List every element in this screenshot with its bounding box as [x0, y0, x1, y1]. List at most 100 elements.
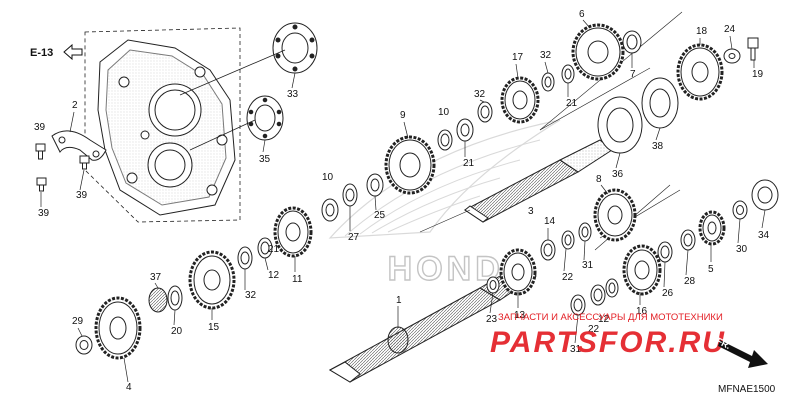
leader-line-38	[655, 127, 661, 141]
part-number-20: 20	[171, 326, 183, 337]
part-number-38: 38	[652, 141, 664, 152]
leader-line-28	[685, 249, 689, 276]
leader-line-33	[291, 72, 296, 89]
part-number-10: 10	[438, 107, 450, 118]
leader-line-8	[600, 184, 609, 195]
countershaft-axis-line	[539, 67, 651, 131]
part-number-11: 11	[292, 274, 303, 285]
washer-group-left	[237, 237, 273, 270]
bearing-stopper-bracket	[51, 130, 107, 161]
part-number-33: 33	[287, 89, 299, 100]
gear-9	[384, 135, 436, 195]
part-number-37: 37	[150, 272, 162, 283]
part-number-15: 15	[208, 322, 220, 333]
part-number-36: 36	[612, 169, 624, 180]
part-number-9: 9	[400, 110, 406, 121]
part-number-18: 18	[696, 26, 708, 37]
part-number-39: 39	[76, 190, 88, 201]
part-number-14: 14	[544, 216, 556, 227]
bearing-35	[246, 95, 284, 141]
leader-line-23	[489, 292, 494, 314]
collar-7	[622, 30, 642, 54]
gear-6	[571, 23, 625, 81]
part-number-10: 10	[322, 172, 334, 183]
part-number-26: 26	[662, 288, 674, 299]
part-number-32: 32	[245, 290, 257, 301]
gear-5	[698, 210, 726, 246]
gear-4	[94, 296, 142, 360]
part-number-32: 32	[540, 50, 552, 61]
washer-24	[723, 48, 741, 64]
part-number-27: 27	[348, 232, 360, 243]
countershaft-bearing-36	[597, 96, 643, 154]
part-number-17: 17	[512, 52, 524, 63]
part-number-35: 35	[259, 154, 271, 165]
washer-20	[167, 285, 183, 311]
part-number-6: 6	[579, 9, 585, 20]
leader-line-20	[173, 309, 176, 326]
part-number-21: 21	[463, 158, 475, 169]
leader-line-31	[574, 314, 579, 344]
leader-line-37	[154, 282, 159, 289]
part-number-8: 8	[596, 174, 602, 185]
part-number-39: 39	[34, 122, 46, 133]
leader-line-6	[582, 19, 591, 29]
part-number-32: 32	[474, 89, 486, 100]
washer-group-upper	[437, 64, 575, 151]
part-number-39: 39	[38, 208, 50, 219]
washer-group-center	[486, 222, 592, 294]
leader-line-12	[264, 257, 269, 271]
bolt-group	[35, 143, 90, 192]
leader-line-2	[69, 111, 75, 133]
part-number-28: 28	[684, 276, 696, 287]
part-number-25: 25	[374, 210, 386, 221]
washer-29	[75, 335, 93, 355]
leader-line-25	[374, 195, 377, 211]
part-number-1: 1	[396, 295, 402, 306]
gear-8	[593, 188, 637, 242]
gear-11	[273, 206, 313, 258]
leader-line-26	[663, 261, 666, 288]
washer-group-lower	[570, 278, 619, 316]
section-reference-label: E-13	[30, 47, 53, 59]
washer-30	[732, 200, 748, 220]
leader-line-34	[761, 209, 766, 229]
gear-17	[500, 76, 540, 124]
leader-lines	[40, 19, 766, 383]
gear-16	[622, 244, 662, 296]
part-number-21: 21	[566, 98, 578, 109]
gear-13	[499, 248, 537, 296]
leader-line-29	[77, 327, 83, 337]
part-number-23: 23	[486, 314, 498, 325]
part-number-34: 34	[758, 230, 770, 241]
leader-line-24	[729, 35, 733, 50]
part-number-12: 12	[268, 270, 280, 281]
reference-arrow-icon	[63, 43, 83, 61]
leader-line-30	[737, 218, 741, 244]
leader-line-22	[563, 248, 567, 272]
leader-line	[189, 119, 256, 151]
mainshaft-integral-gear	[387, 326, 409, 354]
part-number-31: 31	[570, 344, 582, 355]
leader-line-17	[515, 63, 519, 79]
part-number-29: 29	[72, 316, 84, 327]
leader-line-31	[583, 240, 586, 261]
part-number-31: 31	[582, 260, 594, 271]
part-number-7: 7	[630, 69, 636, 80]
leader-line-32	[479, 99, 485, 103]
part-number-13: 13	[514, 310, 526, 321]
countershaft-axis-line-3	[419, 209, 471, 233]
leader-line-9	[403, 121, 409, 139]
bearing-33	[272, 22, 318, 74]
needle-bearing-37	[148, 287, 168, 313]
washer-group-right	[657, 229, 696, 263]
part-number-24: 24	[724, 24, 736, 35]
part-number-2: 2	[72, 100, 78, 111]
drive-sprocket-18	[676, 43, 724, 101]
bearing-holder-cover	[97, 39, 236, 216]
part-number-19: 19	[752, 69, 764, 80]
bearing-38	[641, 77, 679, 129]
part-number-12: 12	[598, 314, 610, 325]
leader-line-39	[79, 169, 85, 191]
